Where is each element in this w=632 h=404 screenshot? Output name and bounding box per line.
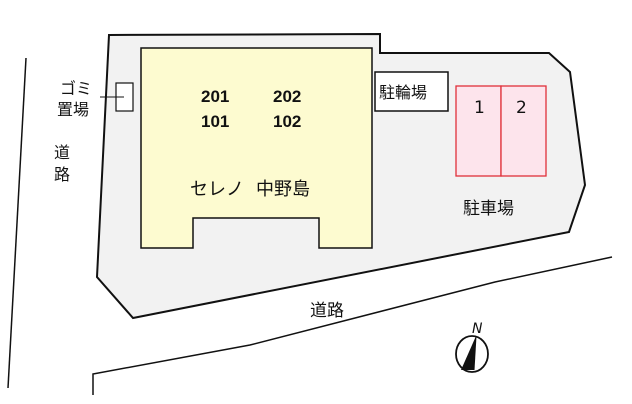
parking-label: 駐車場: [463, 199, 514, 219]
bicycle-parking-box: [374, 71, 449, 112]
west-road-label-2: 路: [54, 165, 70, 184]
parking-space-1-label: 1: [474, 98, 485, 118]
south-road-label: 道路: [310, 301, 344, 321]
building-footprint: [140, 47, 373, 249]
west-road-edge: [7, 57, 27, 389]
compass-north-icon: [455, 335, 489, 373]
west-road-label-1: 道: [54, 143, 70, 162]
garbage-area-label-2: 置場: [57, 100, 89, 119]
building-name-prefix: セレノ: [190, 179, 244, 200]
garbage-area-label-1: ゴミ: [60, 79, 92, 98]
bicycle-parking-label: 駐輪場: [379, 83, 427, 102]
unit-102-label: 102: [273, 112, 301, 131]
building-name-suffix: 中野島: [256, 179, 310, 200]
parking-space-2: [500, 85, 547, 177]
parking-space-1: [455, 85, 502, 177]
unit-201-label: 201: [201, 87, 229, 106]
south-road-edge: [92, 256, 613, 395]
unit-101-label: 101: [201, 112, 229, 131]
compass-north-label: N: [472, 321, 483, 337]
parking-space-2-label: 2: [516, 98, 527, 118]
unit-202-label: 202: [273, 87, 301, 106]
